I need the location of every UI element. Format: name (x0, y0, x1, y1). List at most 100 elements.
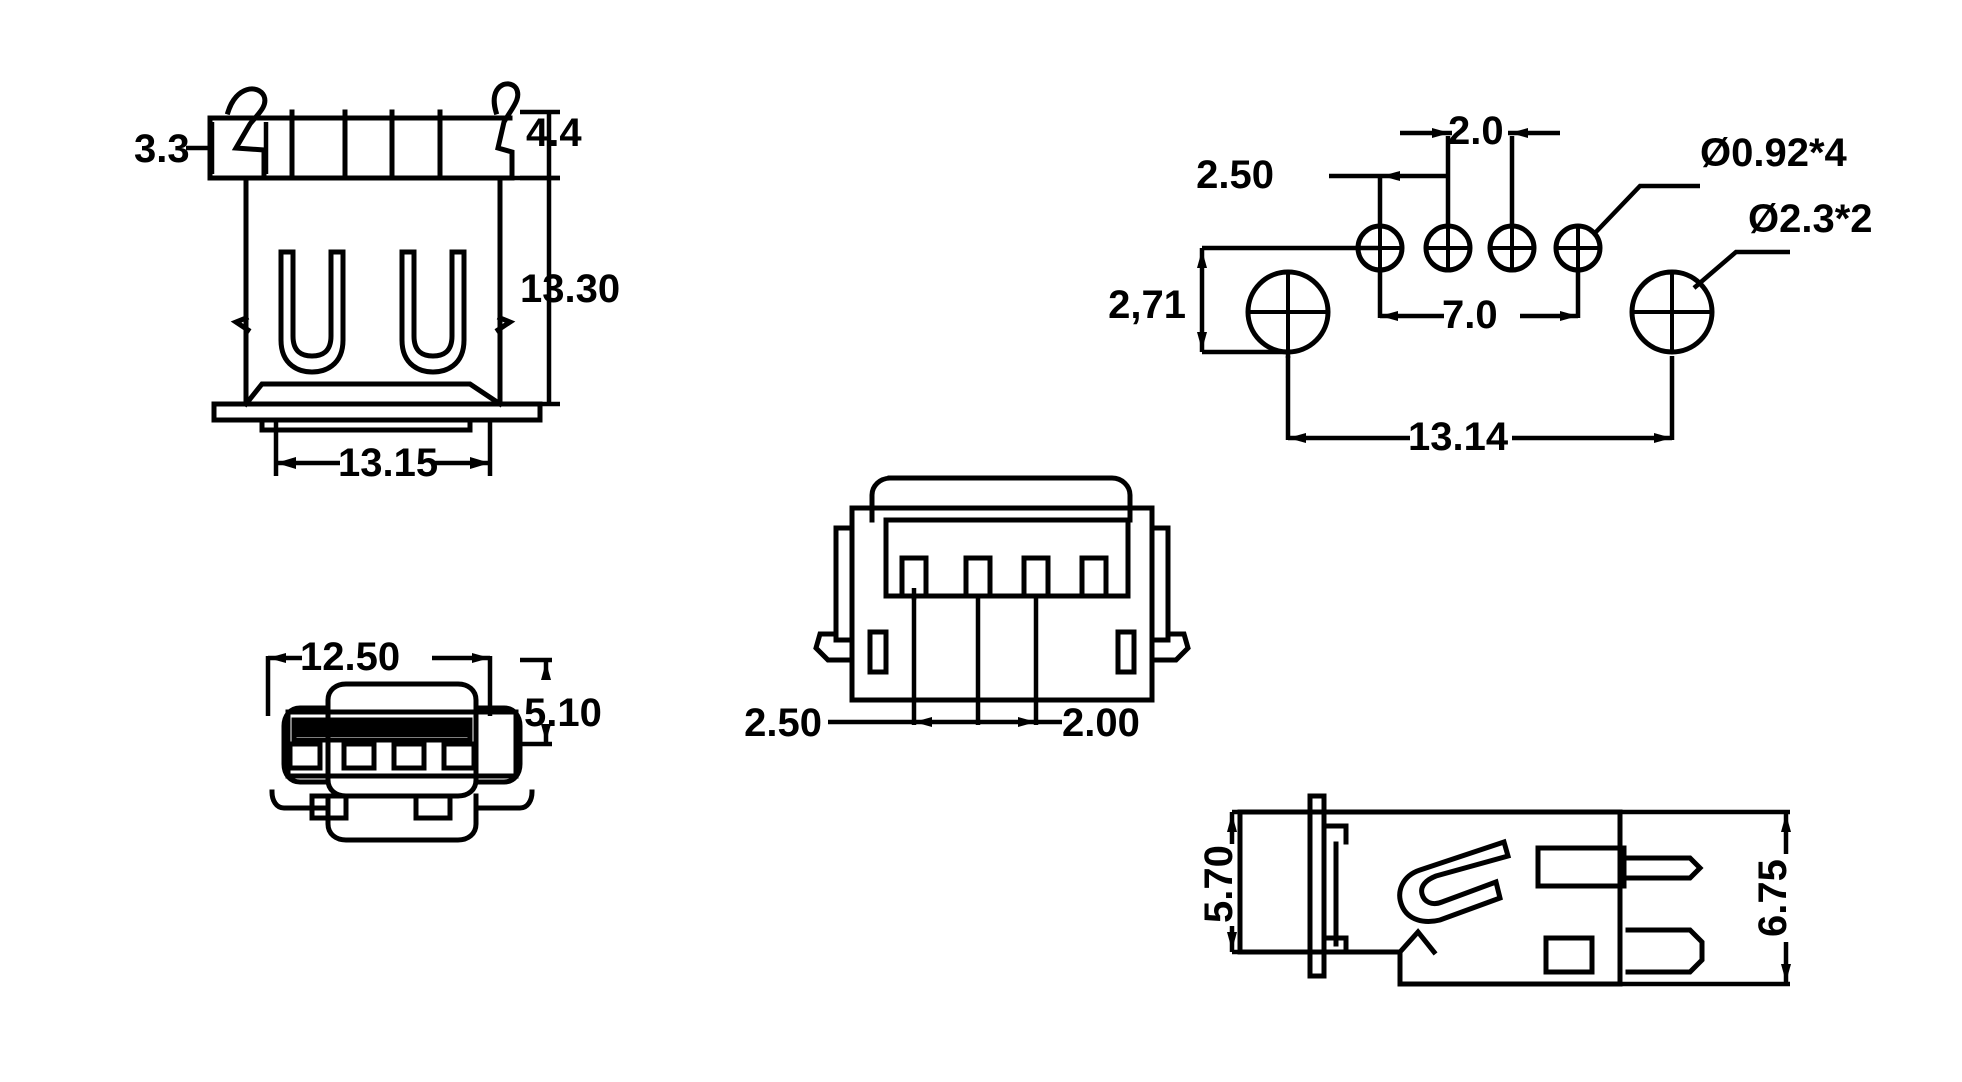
dim-label-4-4: 4.4 (526, 111, 582, 155)
right-wall-dimple (494, 314, 516, 334)
dim-5-70-arrow-top (1227, 814, 1237, 832)
view-front-elevation: 2.50 2.00 (744, 475, 1191, 745)
front-right-foot (1149, 631, 1191, 663)
front-pitch-arrow-left (914, 717, 932, 727)
side-pin-lower (1625, 927, 1705, 975)
dim-5-10-arrow-top (541, 662, 551, 680)
leader-dia-2-3: Ø2.3*2 (1692, 197, 1873, 290)
leader-dia-0-92-line (1592, 183, 1700, 236)
dimension-13-14: 13.14 (1285, 352, 1675, 459)
pin-hole-2-cross (1424, 224, 1472, 272)
plan-lower-slot-right (413, 793, 453, 821)
dim-2-71-arrow-top (1197, 250, 1207, 268)
dim-label-dia-2-3: Ø2.3*2 (1748, 197, 1873, 241)
dim-label-12-50: 12.50 (300, 635, 400, 679)
side-leg-shoulder-top (1321, 823, 1349, 845)
front-shell-top-cap-left (869, 475, 893, 523)
front-contact-4 (1079, 555, 1109, 599)
dim-6-75-arrow-bottom (1781, 964, 1791, 982)
bottom-flange-body (211, 401, 543, 423)
view-pcb-footprint: 2.0 2.50 2,71 7.0 (1108, 109, 1872, 459)
pin-hole-3-cross (1488, 224, 1536, 272)
contact-spring-left (278, 249, 346, 375)
dim-6-75-arrow-top (1781, 814, 1791, 832)
plan-tongue-fill (296, 722, 468, 737)
front-right-tab (1149, 525, 1171, 643)
dim-5-70-arrow-bottom (1227, 932, 1237, 950)
dim-label-2-0: 2.0 (1448, 109, 1504, 153)
bottom-flange-chamfer (242, 381, 504, 408)
dim-13-15-arrow-right (470, 457, 490, 469)
dim-2-50-arrow (1382, 171, 1400, 181)
dimension-4-4: 4.4 (520, 109, 582, 181)
front-pitch-arrow-right (1018, 717, 1036, 727)
front-left-tab (833, 525, 855, 643)
dim-label-2-71: 2,71 (1108, 283, 1186, 327)
signal-pin-hole-3 (1487, 223, 1537, 273)
dim-label-front-2-50: 2.50 (744, 701, 822, 745)
plan-contact-pad-2 (341, 741, 377, 771)
side-leg-shoulder-bottom (1321, 935, 1349, 955)
front-cavity (883, 517, 1131, 599)
dim-label-front-2-00: 2.00 (1062, 701, 1140, 745)
front-left-slot (867, 629, 889, 675)
dim-12-50-arrow-left (268, 653, 286, 663)
front-right-slot (1115, 629, 1137, 675)
mounting-hole-left-cross (1246, 270, 1330, 354)
right-spring-latch (491, 81, 521, 181)
dim-2-0-arrow-right (1510, 128, 1528, 138)
dimension-2-50-pcb: 2.50 (1196, 153, 1448, 228)
dim-7-0-arrow-left (1380, 311, 1398, 321)
front-shell-top-cap (887, 475, 1133, 523)
dimension-2-71: 2,71 (1108, 245, 1380, 355)
contact-spring-right (399, 249, 467, 375)
side-pin-upper (1617, 855, 1704, 881)
dim-label-13-30: 13.30 (520, 267, 620, 311)
side-bottom-profile (1237, 949, 1623, 987)
dim-label-13-14: 13.14 (1408, 415, 1509, 459)
dimension-5-10: 5.10 (520, 657, 602, 747)
side-bottom-notch (1396, 928, 1438, 956)
plan-left-wing (281, 705, 331, 785)
view-top-plan: 12.50 5.10 (265, 635, 602, 843)
dimension-6-75: 6.75 (1620, 809, 1795, 987)
plan-bottom-left-wing (269, 789, 331, 811)
dimension-5-70: 5.70 (1197, 809, 1241, 955)
dim-7-0-arrow-right (1560, 311, 1578, 321)
mounting-hole-left (1245, 269, 1331, 355)
dim-label-5-70: 5.70 (1197, 845, 1241, 923)
bottom-foot-lip (259, 417, 473, 433)
mounting-hole-right (1629, 269, 1715, 355)
dim-label-3-3: 3.3 (134, 127, 190, 171)
dim-label-13-15: 13.15 (338, 441, 438, 485)
dimension-13-15: 13.15 (273, 420, 493, 485)
plan-bottom-right-wing (473, 789, 535, 811)
view-side-section: 5.70 6.75 (1197, 793, 1795, 987)
leader-dia-0-92: Ø0.92*4 (1592, 131, 1848, 236)
dim-13-14-arrow-right (1654, 433, 1672, 443)
left-wall-dimple (230, 314, 252, 334)
side-window-upper (1535, 845, 1627, 889)
dim-13-14-arrow-left (1288, 433, 1306, 443)
side-contact-u (1397, 838, 1512, 924)
dim-label-5-10: 5.10 (524, 691, 602, 735)
dim-label-6-75: 6.75 (1751, 859, 1795, 937)
plan-contact-pad-1 (287, 741, 323, 771)
front-shell-outline (849, 505, 1155, 703)
dimension-2-0: 2.0 (1400, 109, 1560, 228)
side-window-lower (1543, 935, 1595, 975)
plan-right-wing (473, 705, 523, 785)
plan-tongue (291, 717, 473, 743)
plan-contact-pad-4 (441, 741, 477, 771)
front-contact-2 (963, 555, 993, 599)
dimension-7-0: 7.0 (1377, 268, 1581, 337)
leader-dia-2-3-line (1692, 249, 1790, 290)
dim-2-71-arrow-bottom (1197, 332, 1207, 350)
dimension-13-30: 13.30 (512, 175, 620, 407)
dim-label-dia-0-92: Ø0.92*4 (1700, 131, 1848, 175)
dimension-3-3: 3.3 (134, 122, 269, 174)
dim-label-7-0: 7.0 (1442, 293, 1498, 337)
mounting-hole-right-cross (1630, 270, 1714, 354)
